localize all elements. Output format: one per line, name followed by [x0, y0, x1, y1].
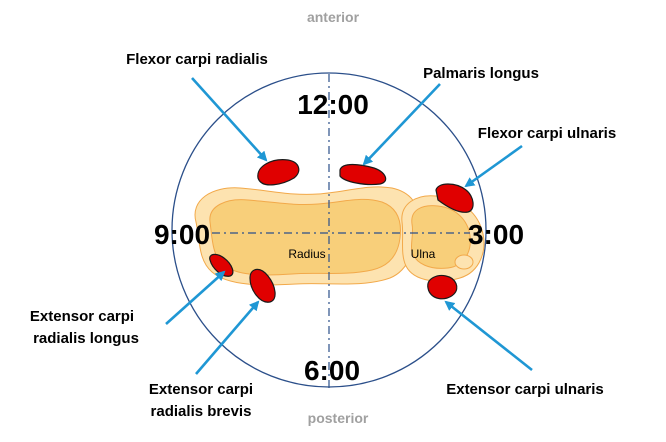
tendons-group: [209, 159, 474, 303]
tendon-flexor-carpi-radialis: [257, 159, 300, 186]
anterior-label: anterior: [307, 9, 360, 25]
ulna-styloid-shape: [454, 254, 474, 270]
radius-inner-shape: [209, 198, 401, 276]
arrow-flexor-carpi-radialis: [191, 77, 268, 162]
clock-6-label: 6:00: [304, 355, 360, 386]
label-extensor-carpi-radialis-brevis-line2: radialis brevis: [151, 403, 252, 420]
label-flexor-carpi-radialis: Flexor carpi radialis: [126, 51, 268, 68]
arrow-extensor-carpi-ulnaris: [444, 300, 533, 372]
ulna-label: Ulna: [411, 247, 436, 261]
tendon-palmaris-longus: [339, 163, 387, 186]
label-extensor-carpi-radialis-brevis-line1: Extensor carpi: [149, 381, 253, 398]
label-extensor-carpi-ulnaris: Extensor carpi ulnaris: [446, 381, 604, 398]
posterior-label: posterior: [308, 410, 369, 426]
arrows-group: [165, 77, 533, 375]
arrow-palmaris-longus: [362, 83, 441, 166]
clock-3-label: 3:00: [468, 219, 524, 250]
clock-9-label: 9:00: [154, 219, 210, 250]
label-flexor-carpi-ulnaris: Flexor carpi ulnaris: [478, 125, 616, 142]
arrow-extensor-carpi-radialis-longus: [165, 270, 226, 325]
arrow-extensor-carpi-radialis-brevis: [195, 300, 260, 375]
tendon-extensor-carpi-radialis-brevis: [249, 268, 276, 303]
arrow-flexor-carpi-ulnaris: [464, 144, 523, 188]
bones-group: [194, 186, 485, 286]
label-palmaris-longus: Palmaris longus: [423, 65, 539, 82]
label-extensor-carpi-radialis-longus-line1: Extensor carpi: [30, 308, 134, 325]
label-extensor-carpi-radialis-longus-line2: radialis longus: [33, 330, 139, 347]
clock-12-label: 12:00: [297, 89, 369, 120]
tendon-flexor-carpi-ulnaris: [435, 183, 474, 213]
radius-label: Radius: [288, 247, 325, 261]
tendon-extensor-carpi-ulnaris: [427, 274, 458, 300]
